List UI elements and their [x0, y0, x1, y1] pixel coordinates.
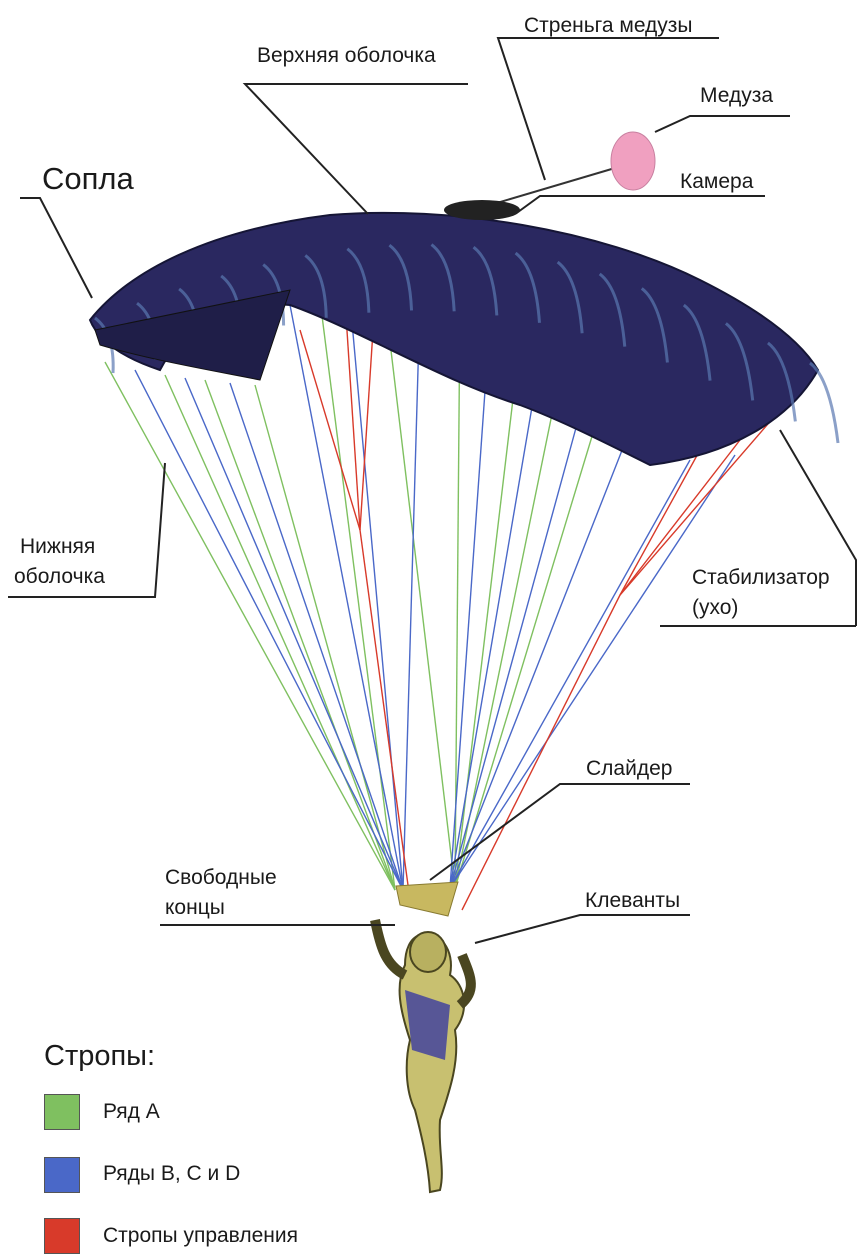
label-pilot-bridle: Стреньга медузы	[524, 14, 693, 38]
label-risers-1: Свободные	[165, 866, 277, 890]
line-control	[360, 530, 410, 900]
line-control	[462, 595, 620, 910]
legend-label-control: Стропы управления	[103, 1224, 298, 1248]
deployment-bag	[444, 200, 520, 220]
label-nozzles: Сопла	[42, 162, 134, 196]
pilot-chute-shape	[611, 132, 655, 190]
legend-label-row-a: Ряд А	[103, 1100, 160, 1124]
legend-title: Стропы:	[44, 1040, 155, 1072]
line-row-bcd	[450, 455, 735, 888]
line-control	[300, 330, 360, 530]
label-stabilizer-2: (ухо)	[692, 596, 738, 620]
legend-swatch-row-a	[44, 1094, 80, 1130]
line-row-a	[455, 340, 520, 888]
label-slider: Слайдер	[586, 757, 672, 781]
label-bottom-skin-1: Нижняя	[20, 535, 95, 559]
label-pilot-chute: Медуза	[700, 84, 773, 108]
slider-shape	[396, 882, 458, 916]
jumper-figure	[375, 920, 471, 1192]
label-top-skin: Верхняя оболочка	[257, 44, 436, 68]
line-row-a	[455, 410, 600, 888]
label-stabilizer-1: Стабилизатор	[692, 566, 830, 590]
line-row-bcd	[403, 300, 420, 890]
label-bag: Камера	[680, 170, 753, 194]
line-row-a	[165, 375, 395, 890]
label-toggles: Клеванты	[585, 889, 680, 913]
line-control	[620, 450, 700, 595]
canopy	[90, 213, 838, 465]
label-risers-2: концы	[165, 896, 225, 920]
legend-label-rows-bcd: Ряды В, С и D	[103, 1162, 240, 1186]
pilot-bridle-line	[490, 168, 615, 205]
line-row-bcd	[185, 378, 403, 890]
line-row-a	[205, 380, 395, 890]
line-row-bcd	[450, 395, 585, 888]
legend-swatch-rows-bcd	[44, 1157, 80, 1193]
label-bottom-skin-2: оболочка	[14, 565, 105, 589]
legend-swatch-control	[44, 1218, 80, 1254]
